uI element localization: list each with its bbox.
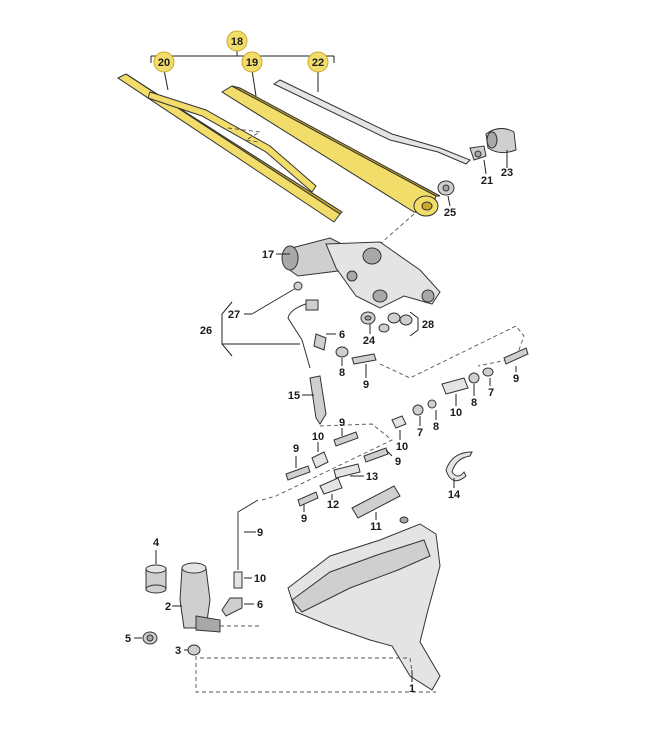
label-12: 12 — [327, 499, 339, 511]
callout-20: 20 — [153, 51, 175, 73]
cap-and-nut-parts — [437, 128, 517, 207]
label-9-vertical: 9 — [257, 527, 263, 539]
hose-lower-vertical — [221, 499, 259, 617]
washer-reservoir — [287, 516, 441, 691]
wiper-strip — [272, 70, 471, 165]
corrugated-hose — [351, 485, 401, 520]
label-22: 22 — [312, 57, 324, 69]
label-9-lower: 9 — [301, 513, 307, 525]
label-3: 3 — [175, 645, 181, 657]
small-fittings — [134, 631, 201, 656]
label-24: 24 — [363, 335, 376, 347]
label-26: 26 — [200, 325, 212, 337]
label-8-upper: 8 — [339, 367, 345, 379]
label-6-upper: 6 — [339, 329, 345, 341]
label-10-right: 10 — [450, 407, 462, 419]
hose-connectors-right — [391, 347, 529, 440]
label-9-mid-top: 9 — [339, 417, 345, 429]
grommet — [145, 550, 167, 594]
label-18: 18 — [231, 36, 243, 48]
label-28: 28 — [422, 319, 434, 331]
label-13: 13 — [366, 471, 378, 483]
hose-connectors-upper — [335, 346, 377, 378]
callout-18: 18 — [226, 30, 248, 52]
label-7-right: 7 — [488, 387, 494, 399]
label-7-mid: 7 — [417, 427, 423, 439]
callout-22: 22 — [307, 51, 329, 73]
label-4: 4 — [153, 537, 160, 549]
label-1: 1 — [409, 683, 415, 695]
hose-clip — [445, 451, 473, 488]
label-17: 17 — [262, 249, 274, 261]
label-9-mid-right: 9 — [395, 456, 401, 468]
group-bracket-26 — [221, 301, 300, 357]
label-27: 27 — [228, 309, 240, 321]
label-10-lower: 10 — [254, 573, 266, 585]
label-15: 15 — [288, 390, 300, 402]
label-9-right: 9 — [513, 373, 519, 385]
label-10-mid-right: 10 — [396, 441, 408, 453]
label-23: 23 — [501, 167, 513, 179]
wiper-blade — [117, 69, 343, 223]
label-9-upper: 9 — [363, 379, 369, 391]
group-bracket-18 — [150, 50, 335, 63]
fastener-parts — [360, 311, 419, 337]
label-5: 5 — [125, 633, 131, 645]
label-11: 11 — [370, 521, 382, 533]
label-20: 20 — [158, 57, 170, 69]
hose-connectors-middle — [285, 428, 393, 512]
wiper-motor — [276, 237, 441, 309]
washer-hose-and-nozzle — [244, 281, 336, 369]
washer-pump — [172, 562, 221, 633]
label-21: 21 — [481, 175, 493, 187]
label-2: 2 — [165, 601, 171, 613]
callout-19: 19 — [241, 51, 263, 73]
label-25: 25 — [444, 207, 456, 219]
label-8-mid: 8 — [433, 421, 439, 433]
label-19: 19 — [246, 57, 258, 69]
label-14: 14 — [448, 489, 461, 501]
label-8-right: 8 — [471, 397, 477, 409]
wiper-arm — [221, 69, 441, 217]
label-9-mid-left: 9 — [293, 443, 299, 455]
washer-jet — [302, 375, 327, 425]
label-10-mid: 10 — [312, 431, 324, 443]
label-6-lower: 6 — [257, 599, 263, 611]
